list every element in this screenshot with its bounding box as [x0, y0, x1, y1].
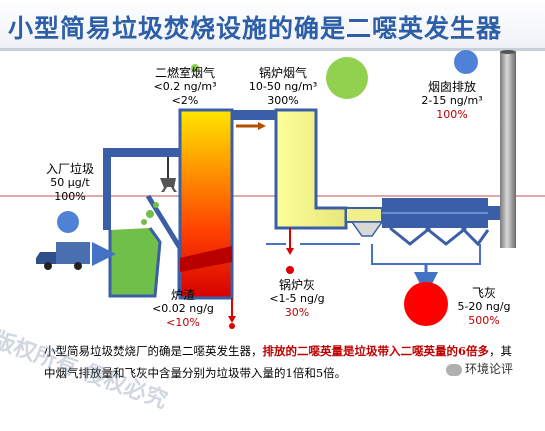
- waste-bunker: [108, 227, 162, 298]
- secondary-chamber-dioxin-circle: [191, 64, 199, 72]
- wechat-icon: [446, 363, 462, 376]
- chimney-top: [500, 50, 516, 54]
- label-fly-ash: 飞灰 5-20 ng/g 500%: [457, 286, 511, 327]
- crane-rail: [103, 148, 230, 157]
- waste-dioxin-circle: [57, 211, 79, 233]
- scrubber-hopper: [350, 221, 384, 237]
- duct-to-scrubber: [345, 207, 383, 223]
- page-title: 小型简易垃圾焚烧设施的确是二噁英发生器: [8, 14, 503, 43]
- flue-flow-arrowhead: [258, 122, 266, 130]
- slag-arrowhead: [228, 316, 236, 323]
- furnace-grate: [180, 246, 232, 272]
- crane-support-left: [103, 148, 111, 230]
- title-divider: [0, 48, 545, 51]
- boiler: [274, 108, 348, 230]
- label-secondary-chamber: 二燃室烟气 <0.2 ng/m³ <2%: [153, 66, 217, 107]
- truck-wheel: [74, 262, 82, 270]
- slag-dioxin-circle: [229, 323, 235, 329]
- source-badge: 环境论评: [446, 360, 513, 377]
- flue-connector: [232, 110, 276, 120]
- waste-particle: [146, 210, 154, 218]
- waste-particle: [153, 202, 159, 208]
- chimney-stack: [500, 52, 516, 248]
- truck-wheel: [44, 262, 52, 270]
- waste-particle: [141, 219, 147, 225]
- label-slag: 炉渣 <0.02 ng/g <10%: [152, 288, 214, 329]
- truck-cab: [36, 252, 56, 264]
- fly-ash-pipe: [371, 244, 481, 265]
- label-boiler-gas: 锅炉烟气 10-50 ng/m³ 300%: [248, 66, 318, 107]
- caption-part1: 小型简易垃圾焚烧厂的确是二噁英发生器，: [44, 344, 263, 358]
- caption-part3: ，其中烟气排放量和飞灰中含量分别为垃圾带入量的1倍和5倍。: [44, 344, 512, 380]
- fly-ash-dioxin-circle: [404, 282, 448, 326]
- boiler-ash-arrowhead: [286, 248, 294, 255]
- duct-to-stack: [488, 206, 502, 220]
- bag-filter-hoppers: [389, 226, 490, 247]
- caption-highlight: 排放的二噁英量是垃圾带入二噁英量的6倍多: [262, 344, 490, 358]
- label-stack: 烟囱排放 2-15 ng/m³ 100%: [421, 80, 483, 121]
- truck-body: [56, 242, 90, 264]
- caption: 小型简易垃圾焚烧厂的确是二噁英发生器，排放的二噁英量是垃圾带入二噁英量的6倍多，…: [44, 340, 514, 384]
- boiler-gas-dioxin-circle: [326, 57, 368, 99]
- process-diagram: [0, 50, 545, 329]
- stack-dioxin-circle: [454, 50, 478, 74]
- label-boiler-ash: 锅炉灰 <1-5 ng/g 30%: [269, 278, 325, 319]
- crane-grab-icon: [160, 178, 177, 192]
- title-bar: [0, 0, 545, 50]
- boiler-ash-dioxin-circle: [286, 266, 294, 274]
- label-waste-in: 入厂垃圾 50 μg/t 100%: [45, 162, 94, 203]
- source-label: 环境论评: [465, 362, 514, 376]
